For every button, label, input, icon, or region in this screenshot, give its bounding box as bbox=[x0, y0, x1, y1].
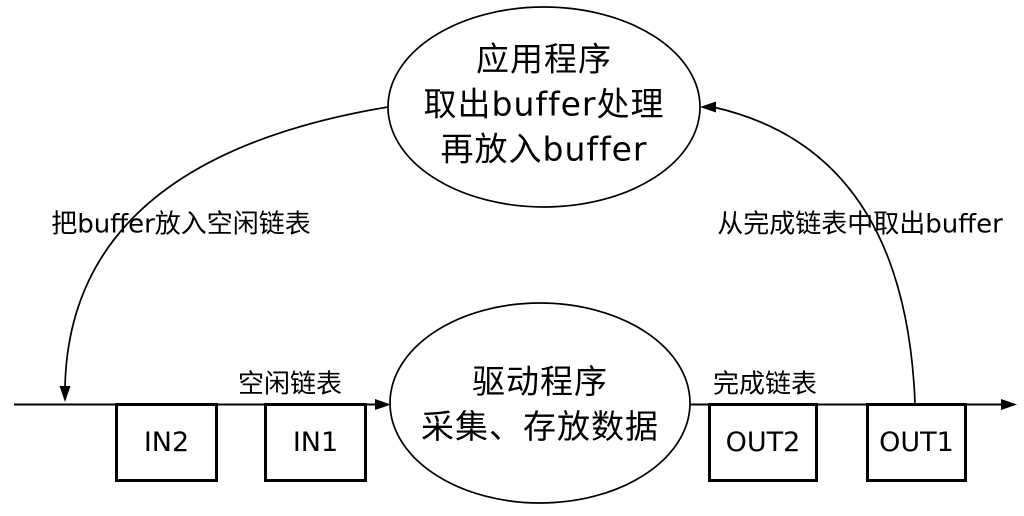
buffer-box-in2-label: IN2 bbox=[143, 427, 190, 458]
buffer-box-in1: IN1 bbox=[264, 403, 367, 482]
application-label: 应用程序 取出buffer处理 再放入buffer bbox=[424, 37, 665, 172]
buffer-box-out2-label: OUT2 bbox=[725, 427, 801, 458]
free-list-arrowhead-icon bbox=[375, 399, 391, 410]
buffer-box-out1-label: OUT1 bbox=[879, 427, 954, 458]
application-label-line2: 取出buffer处理 bbox=[423, 84, 665, 124]
buffer-box-out2: OUT2 bbox=[708, 403, 818, 482]
free-list-label: 空闲链表 bbox=[237, 369, 343, 400]
buffer-box-in1-label: IN1 bbox=[292, 427, 339, 458]
buffer-box-in2: IN2 bbox=[115, 403, 218, 482]
driver-label: 驱动程序 采集、存放数据 bbox=[421, 359, 659, 449]
application-label-line3: 再放入buffer bbox=[440, 129, 648, 169]
driver-label-line1: 驱动程序 bbox=[472, 362, 608, 401]
done-list-arrowhead-icon bbox=[1001, 399, 1017, 410]
enqueue-free-edge-label: 把buffer放入空闲链表 bbox=[51, 209, 311, 240]
done-list-label: 完成链表 bbox=[712, 369, 818, 400]
dequeue-done-curve bbox=[712, 106, 916, 404]
application-label-line1: 应用程序 bbox=[476, 39, 612, 79]
buffer-box-out1: OUT1 bbox=[866, 403, 967, 482]
enqueue-free-curve bbox=[64, 106, 389, 388]
driver-ellipse bbox=[389, 302, 691, 504]
dequeue-done-edge-label: 从完成链表中取出buffer bbox=[717, 209, 1003, 240]
dequeue-done-arrowhead-icon bbox=[700, 101, 716, 113]
driver-label-line2: 采集、存放数据 bbox=[421, 407, 659, 446]
enqueue-free-arrowhead-icon bbox=[59, 386, 71, 402]
